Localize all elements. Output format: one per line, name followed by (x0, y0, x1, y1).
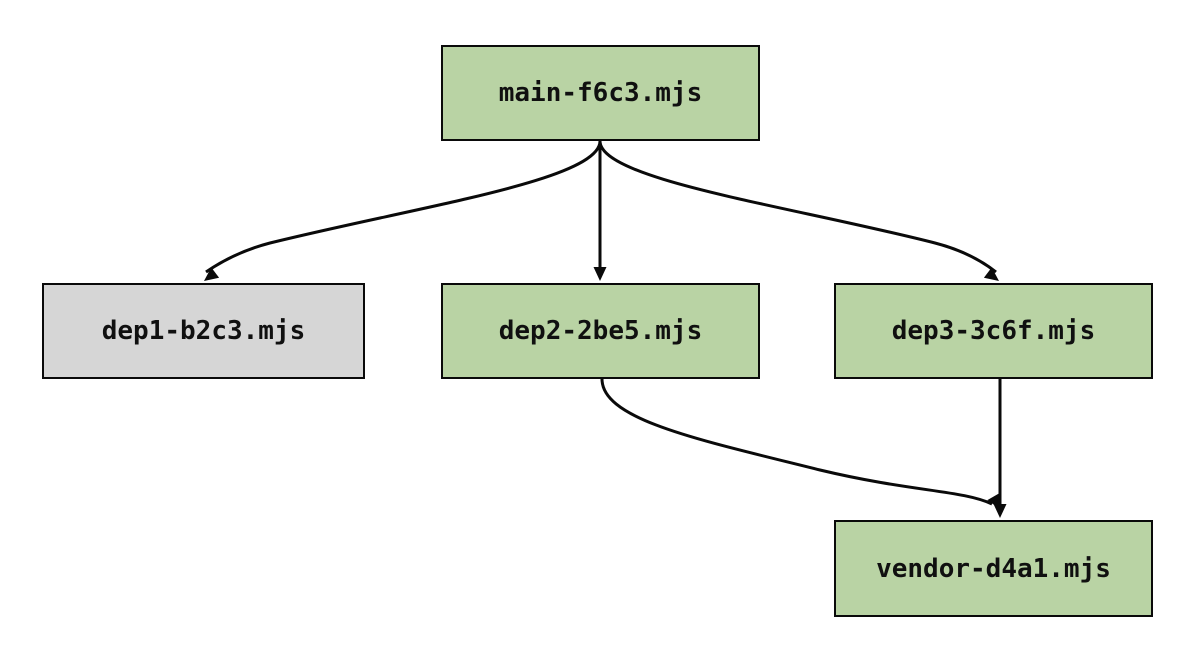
node-label-vendor: vendor-d4a1.mjs (876, 553, 1111, 584)
arrowhead-main-to-dep1 (204, 267, 220, 281)
node-label-dep1: dep1-b2c3.mjs (101, 316, 306, 346)
edge-dep2-to-vendor (600, 378, 993, 506)
node-main[interactable]: main-f6c3.mjs (441, 45, 760, 141)
node-vendor[interactable]: vendor-d4a1.mjs (834, 520, 1153, 617)
edge-main-to-dep3 (598, 140, 997, 274)
edges-group (205, 140, 1002, 506)
arrowhead-dep3-to-vendor (993, 504, 1007, 518)
node-label-dep2: dep2-2be5.mjs (498, 316, 703, 346)
arrowhead-main-to-dep3 (983, 267, 999, 281)
arrowheads-group (204, 267, 1007, 518)
node-label-main: main-f6c3.mjs (498, 78, 703, 108)
node-dep1[interactable]: dep1-b2c3.mjs (42, 283, 365, 379)
edge-main-to-dep1 (205, 140, 602, 274)
node-dep3[interactable]: dep3-3c6f.mjs (834, 283, 1153, 379)
arrowhead-main-to-dep2 (593, 267, 607, 281)
node-label-dep3: dep3-3c6f.mjs (891, 316, 1096, 346)
node-dep2[interactable]: dep2-2be5.mjs (441, 283, 760, 379)
